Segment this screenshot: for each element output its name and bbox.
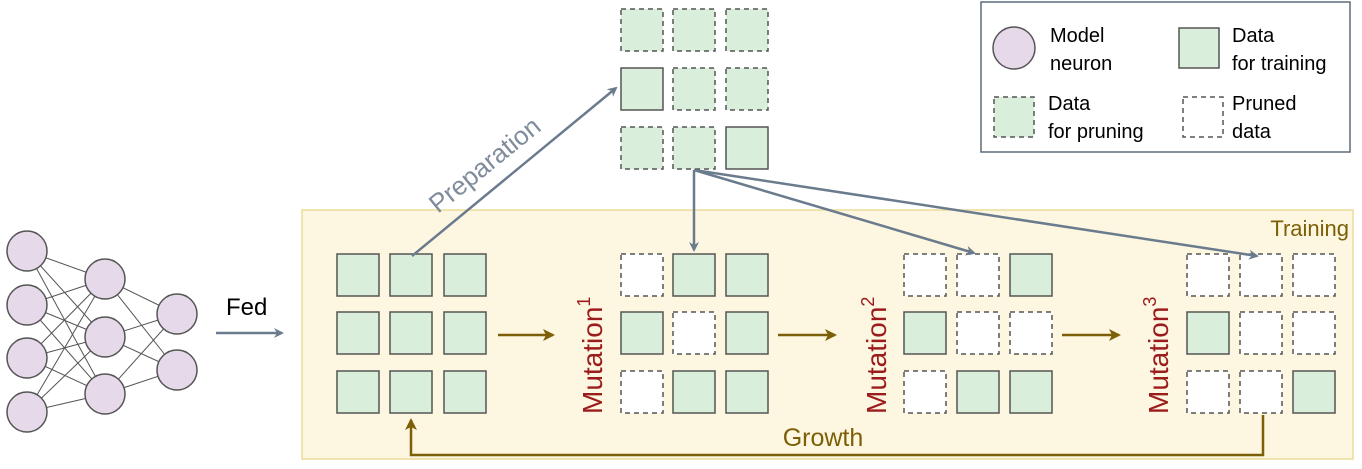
initial-cell-train (336, 253, 380, 297)
mutation1-cell-train (725, 311, 769, 355)
preparation-cell-prune (620, 8, 664, 52)
mutation1-cell-pruned (620, 370, 664, 414)
mutation1-cell-train (620, 311, 664, 355)
neuron-layer-1 (6, 230, 48, 272)
mutation2-cell-pruned (903, 253, 947, 297)
preparation-cell-prune (620, 126, 664, 170)
data-grids (336, 8, 1336, 414)
distribution-arrow-2 (693, 168, 976, 256)
mutation3-cell-train (1292, 370, 1336, 414)
legend-neuron-icon (992, 26, 1036, 70)
mutation-sup-2: 2 (858, 297, 878, 307)
growth-label: Growth (783, 424, 864, 452)
mutation3-cell-pruned (1239, 311, 1283, 355)
neural-network (6, 230, 198, 433)
mutation2-cell-pruned (1009, 311, 1053, 355)
legend-pruning-line2: for pruning (1048, 121, 1144, 143)
mutation2-cell-pruned (956, 311, 1000, 355)
neuron-layer-2 (84, 258, 126, 300)
fed-label: Fed (226, 294, 267, 321)
mutation3-cell-pruned (1186, 370, 1230, 414)
svg-text:Mutation2: Mutation2 (858, 297, 892, 414)
mutation2-cell-train (956, 370, 1000, 414)
mutation3-cell-train (1186, 311, 1230, 355)
growth-arrow (405, 415, 1265, 457)
legend-neuron-line2: neuron (1050, 53, 1112, 75)
svg-text:Mutation1: Mutation1 (574, 297, 608, 414)
initial-cell-train (389, 253, 433, 297)
nn-connection (26, 278, 106, 413)
mutation1-cell-pruned (620, 253, 664, 297)
neuron-layer-3 (156, 293, 198, 335)
mutation2-cell-train (903, 311, 947, 355)
neuron-layer-2 (84, 373, 126, 415)
legend: Model neuron Data for training Data for … (980, 1, 1351, 153)
initial-cell-train (443, 370, 487, 414)
mutation-label-3: Mutation3 (1140, 297, 1174, 414)
mutation3-cell-pruned (1239, 370, 1283, 414)
initial-cell-train (336, 370, 380, 414)
legend-pruned-icon (1182, 96, 1224, 138)
mutation2-cell-train (1009, 253, 1053, 297)
legend-neuron-line1: Model (1050, 25, 1104, 47)
initial-cell-train (443, 253, 487, 297)
mutation3-cell-pruned (1239, 253, 1283, 297)
mutation3-cell-pruned (1292, 253, 1336, 297)
nn-connection (26, 250, 106, 395)
mutation-word-1: Mutation (577, 307, 608, 414)
preparation-label: Preparation (423, 111, 546, 219)
mutation3-cell-pruned (1186, 253, 1230, 297)
legend-pruning-line1: Data (1048, 93, 1091, 115)
neuron-layer-1 (6, 391, 48, 433)
neuron-layer-1 (6, 284, 48, 326)
training-label: Training (1270, 216, 1349, 241)
legend-pruned-line1: Pruned (1232, 93, 1297, 115)
svg-text:Mutation3: Mutation3 (1140, 297, 1174, 414)
mutation3-cell-pruned (1292, 311, 1336, 355)
mutation2-cell-pruned (903, 370, 947, 414)
mutation-sup-3: 3 (1140, 297, 1160, 307)
preparation-cell-prune (672, 126, 716, 170)
neuron-layer-1 (6, 337, 48, 379)
mutation-label-2: Mutation2 (858, 297, 892, 414)
preparation-arrow (411, 86, 618, 257)
mutation-sup-1: 1 (574, 297, 594, 307)
legend-training-line2: for training (1232, 53, 1327, 75)
preparation-cell-prune (725, 8, 769, 52)
preparation-cell-prune (672, 8, 716, 52)
initial-cell-train (389, 370, 433, 414)
mutation1-cell-pruned (672, 311, 716, 355)
mutation1-cell-train (672, 253, 716, 297)
mutation2-cell-train (1009, 370, 1053, 414)
neuron-layer-2 (84, 316, 126, 358)
legend-box (980, 1, 1351, 153)
initial-cell-train (443, 311, 487, 355)
preparation-cell-train (725, 126, 769, 170)
mutation1-cell-train (672, 370, 716, 414)
preparation-cell-prune (672, 67, 716, 111)
mutation1-cell-train (725, 253, 769, 297)
mutation-label-1: Mutation1 (574, 297, 608, 414)
neuron-layer-3 (156, 349, 198, 391)
legend-pruned-line2: data (1232, 121, 1272, 143)
mutation1-cell-train (725, 370, 769, 414)
legend-training-icon (1178, 27, 1220, 69)
mutation-word-3: Mutation (1143, 307, 1174, 414)
preparation-cell-prune (725, 67, 769, 111)
distribution-arrow-3 (693, 168, 1259, 260)
mutation-word-2: Mutation (861, 307, 892, 414)
initial-cell-train (336, 311, 380, 355)
mutation2-cell-pruned (956, 253, 1000, 297)
legend-pruning-icon (993, 96, 1035, 138)
preparation-cell-train (620, 67, 664, 111)
legend-training-line1: Data (1232, 25, 1275, 47)
initial-cell-train (389, 311, 433, 355)
